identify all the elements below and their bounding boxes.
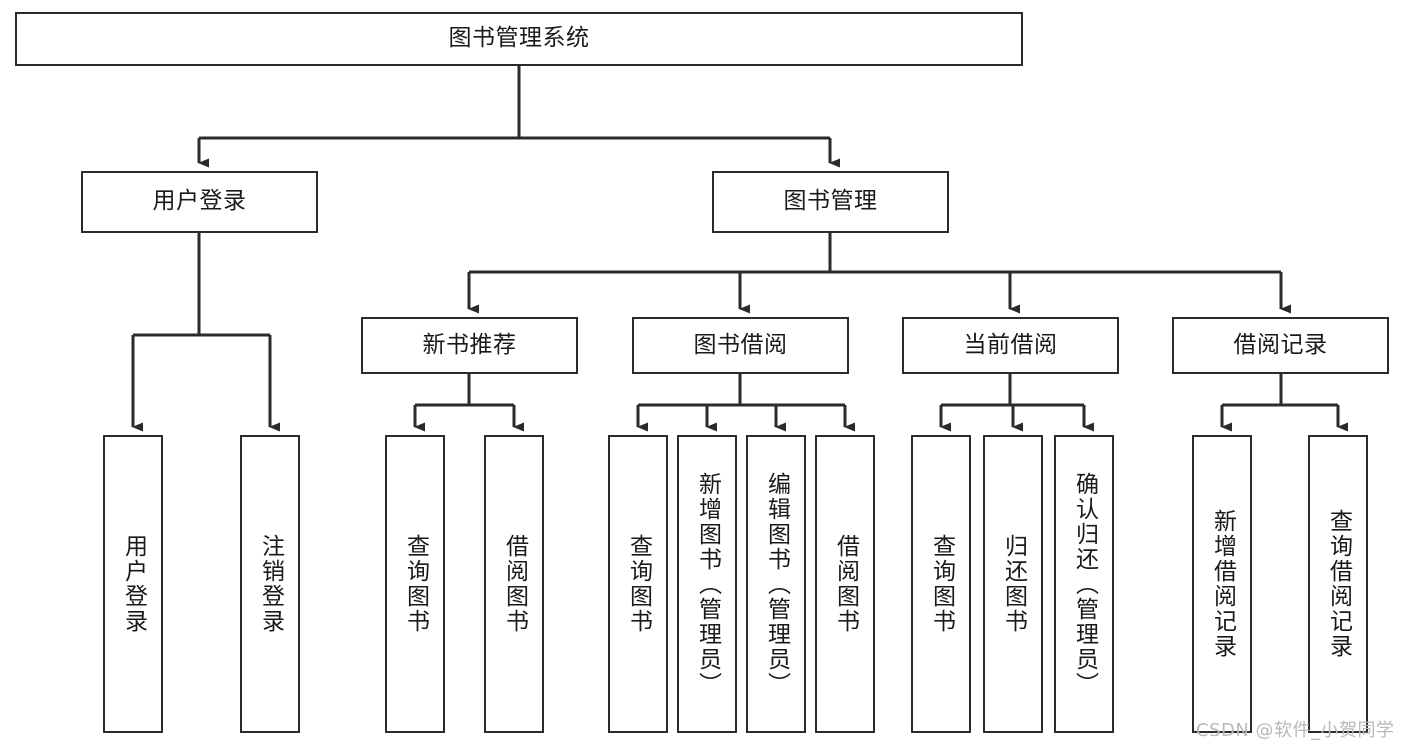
node-user-login-label: 用户登录 — [152, 188, 247, 215]
node-current-borrow[interactable]: 当前借阅 — [902, 317, 1119, 374]
node-leaf-add-book-label: 新增图书（管理员） — [694, 471, 721, 697]
node-leaf-query-book-3-label: 查询图书 — [928, 534, 955, 634]
node-leaf-query-book-1[interactable]: 查询图书 — [385, 435, 445, 733]
node-leaf-user-logout[interactable]: 注销登录 — [240, 435, 300, 733]
node-leaf-borrow-book-2-label: 借阅图书 — [832, 534, 859, 634]
node-book-borrow[interactable]: 图书借阅 — [632, 317, 849, 374]
node-leaf-confirm-return-label: 确认归还（管理员） — [1071, 471, 1098, 697]
node-leaf-query-book-1-label: 查询图书 — [402, 534, 429, 634]
node-book-management[interactable]: 图书管理 — [712, 171, 949, 233]
node-book-management-label: 图书管理 — [783, 188, 878, 215]
node-leaf-query-book-2-label: 查询图书 — [625, 534, 652, 634]
node-new-book-recommend[interactable]: 新书推荐 — [361, 317, 578, 374]
node-leaf-query-record[interactable]: 查询借阅记录 — [1308, 435, 1368, 733]
node-book-borrow-label: 图书借阅 — [693, 331, 788, 358]
node-leaf-edit-book-label: 编辑图书（管理员） — [763, 471, 790, 697]
node-current-borrow-label: 当前借阅 — [963, 331, 1058, 358]
node-leaf-return-book[interactable]: 归还图书 — [983, 435, 1043, 733]
node-user-login[interactable]: 用户登录 — [81, 171, 318, 233]
node-leaf-confirm-return[interactable]: 确认归还（管理员） — [1054, 435, 1114, 733]
node-new-book-recommend-label: 新书推荐 — [422, 331, 517, 358]
csdn-watermark: CSDN @软件_小贺同学 — [1196, 720, 1395, 741]
node-leaf-user-logout-label: 注销登录 — [257, 534, 284, 634]
node-leaf-edit-book[interactable]: 编辑图书（管理员） — [746, 435, 806, 733]
node-leaf-add-record-label: 新增借阅记录 — [1209, 509, 1236, 659]
node-leaf-add-record[interactable]: 新增借阅记录 — [1192, 435, 1252, 733]
node-leaf-borrow-book-1-label: 借阅图书 — [501, 534, 528, 634]
node-leaf-query-book-2[interactable]: 查询图书 — [608, 435, 668, 733]
node-leaf-query-record-label: 查询借阅记录 — [1325, 509, 1352, 659]
node-leaf-borrow-book-1[interactable]: 借阅图书 — [484, 435, 544, 733]
node-root[interactable]: 图书管理系统 — [15, 12, 1023, 66]
node-leaf-user-login-label: 用户登录 — [120, 534, 147, 634]
node-leaf-add-book[interactable]: 新增图书（管理员） — [677, 435, 737, 733]
node-leaf-user-login[interactable]: 用户登录 — [103, 435, 163, 733]
node-leaf-borrow-book-2[interactable]: 借阅图书 — [815, 435, 875, 733]
node-leaf-query-book-3[interactable]: 查询图书 — [911, 435, 971, 733]
node-root-label: 图书管理系统 — [448, 25, 590, 52]
node-borrow-record[interactable]: 借阅记录 — [1172, 317, 1389, 374]
node-leaf-return-book-label: 归还图书 — [1000, 534, 1027, 634]
node-borrow-record-label: 借阅记录 — [1233, 331, 1328, 358]
